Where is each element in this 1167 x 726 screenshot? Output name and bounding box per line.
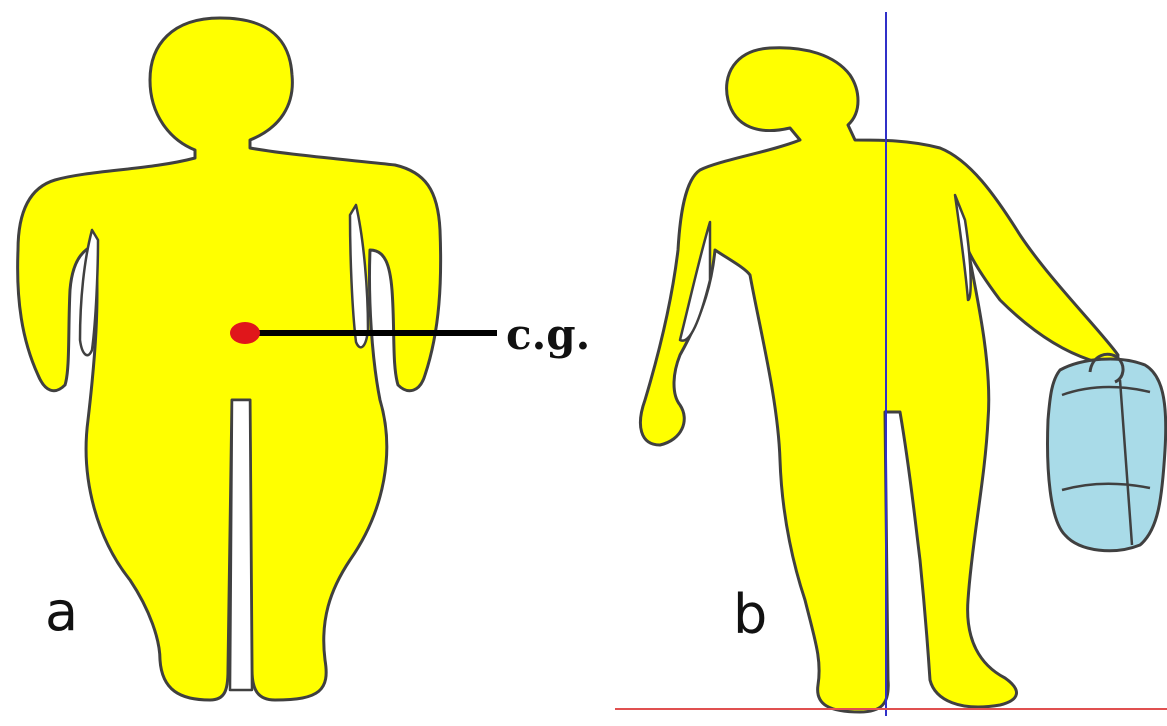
standing-figure-a <box>16 16 443 702</box>
panel-label-b: b <box>733 583 768 646</box>
figure-b-body <box>638 46 1120 714</box>
bag-body <box>1046 357 1167 553</box>
figure-b-left-arm-gap <box>678 220 712 342</box>
bag-seam <box>1061 379 1151 546</box>
cg-dot <box>230 322 260 344</box>
figure-a-body <box>16 16 443 702</box>
figure-a-right-arm-gap <box>348 203 370 349</box>
figure-a-left-arm-gap <box>78 228 100 357</box>
figure-a-leg-gap <box>228 398 254 692</box>
walking-figure-b <box>638 46 1120 714</box>
figure-b-right-arm-gap <box>953 193 972 302</box>
center-of-gravity-marker <box>230 322 497 344</box>
bag-illustration <box>1046 352 1167 553</box>
bag-handle <box>1088 352 1125 384</box>
cg-label: c.g. <box>506 310 591 359</box>
panel-label-a: a <box>45 580 79 643</box>
